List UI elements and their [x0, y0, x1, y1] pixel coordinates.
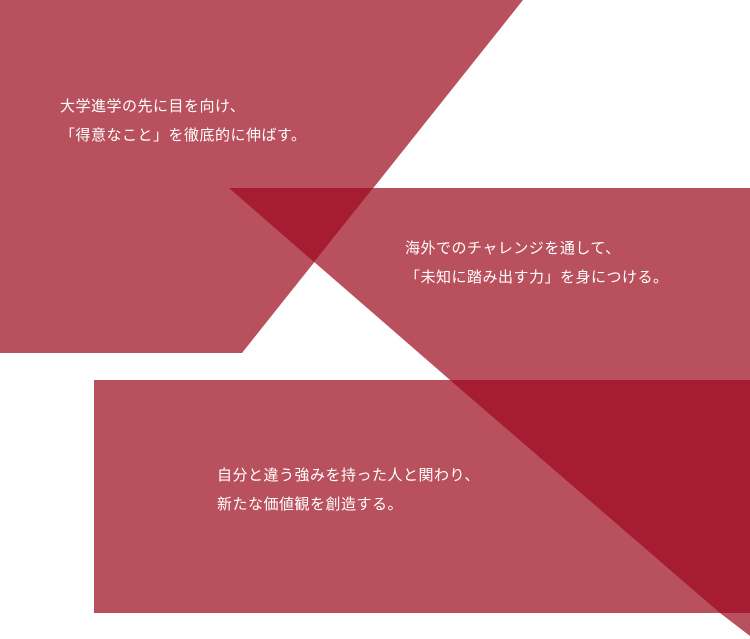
message-3-line-2: 新たな価値観を創造する。	[217, 495, 404, 513]
message-3-line-1: 自分と違う強みを持った人と関わり、	[217, 466, 480, 484]
message-3: 自分と違う強みを持った人と関わり、 新たな価値観を創造する。	[217, 461, 480, 519]
panel-top-left	[0, 0, 523, 353]
overlap-top	[229, 188, 373, 262]
corner-tail	[720, 613, 750, 636]
message-2-line-1: 海外でのチャレンジを通して、	[405, 239, 621, 257]
overlap-bottom	[450, 380, 750, 613]
message-1-line-1: 大学進学の先に目を向け、	[60, 97, 246, 115]
message-2: 海外でのチャレンジを通して、 「未知に踏み出す力」を身につける。	[405, 234, 669, 292]
message-1-line-2: 「得意なこと」を徹底的に伸ばす。	[60, 126, 307, 144]
panel-middle-right	[229, 188, 750, 380]
message-2-line-2: 「未知に踏み出す力」を身につける。	[405, 268, 669, 286]
message-1: 大学進学の先に目を向け、 「得意なこと」を徹底的に伸ばす。	[60, 92, 307, 150]
